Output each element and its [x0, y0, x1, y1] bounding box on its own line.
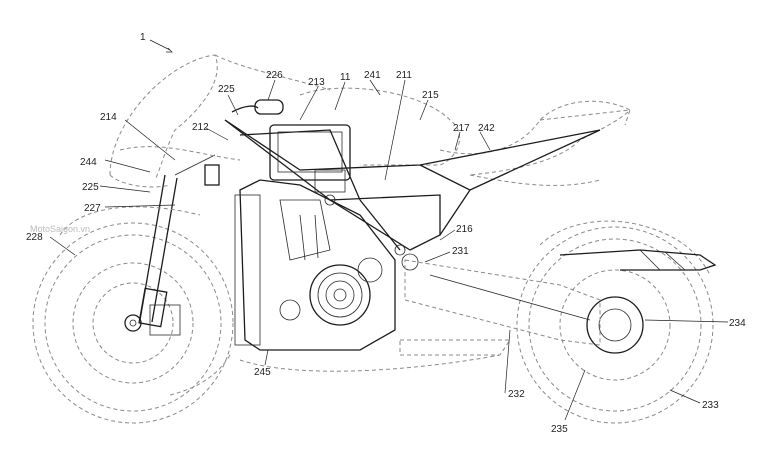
figure-number: 1: [140, 32, 146, 43]
ref-215: 215: [422, 90, 439, 101]
ref-225-upper: 225: [218, 84, 235, 95]
ref-233: 233: [702, 400, 719, 411]
ref-225-lower: 225: [82, 182, 99, 193]
rear-wheel: [516, 226, 714, 424]
tank-seat: [299, 87, 631, 186]
ref-245: 245: [254, 367, 271, 378]
ref-211: 211: [396, 70, 412, 81]
ref-214: 214: [100, 112, 117, 123]
ref-217: 217: [453, 123, 470, 134]
ref-213: 213: [308, 77, 325, 88]
ref-241: 241: [364, 70, 381, 81]
figure-arrow-icon: [166, 47, 173, 53]
ref-212: 212: [192, 122, 209, 133]
intake-duct: [231, 99, 284, 115]
fairing: [59, 54, 331, 236]
ref-235: 235: [551, 424, 568, 435]
ref-216: 216: [456, 224, 473, 235]
frame: [224, 119, 601, 271]
front-fork: [138, 154, 220, 336]
ref-234: 234: [729, 318, 746, 329]
ref-231: 231: [452, 246, 469, 257]
ref-227: 227: [84, 203, 101, 214]
ref-242: 242: [478, 123, 495, 134]
swingarm: [169, 259, 601, 396]
watermark: MotoSaigon.vn: [30, 224, 90, 234]
rear-fender: [539, 220, 717, 276]
ref-244: 244: [80, 157, 97, 168]
engine: [234, 124, 396, 351]
ref-11: 11: [340, 72, 351, 83]
ref-226: 226: [266, 70, 283, 81]
ref-228: 228: [26, 232, 43, 243]
ref-232: 232: [508, 389, 525, 400]
front-wheel: [32, 222, 234, 424]
leader-lines: [49, 39, 729, 421]
